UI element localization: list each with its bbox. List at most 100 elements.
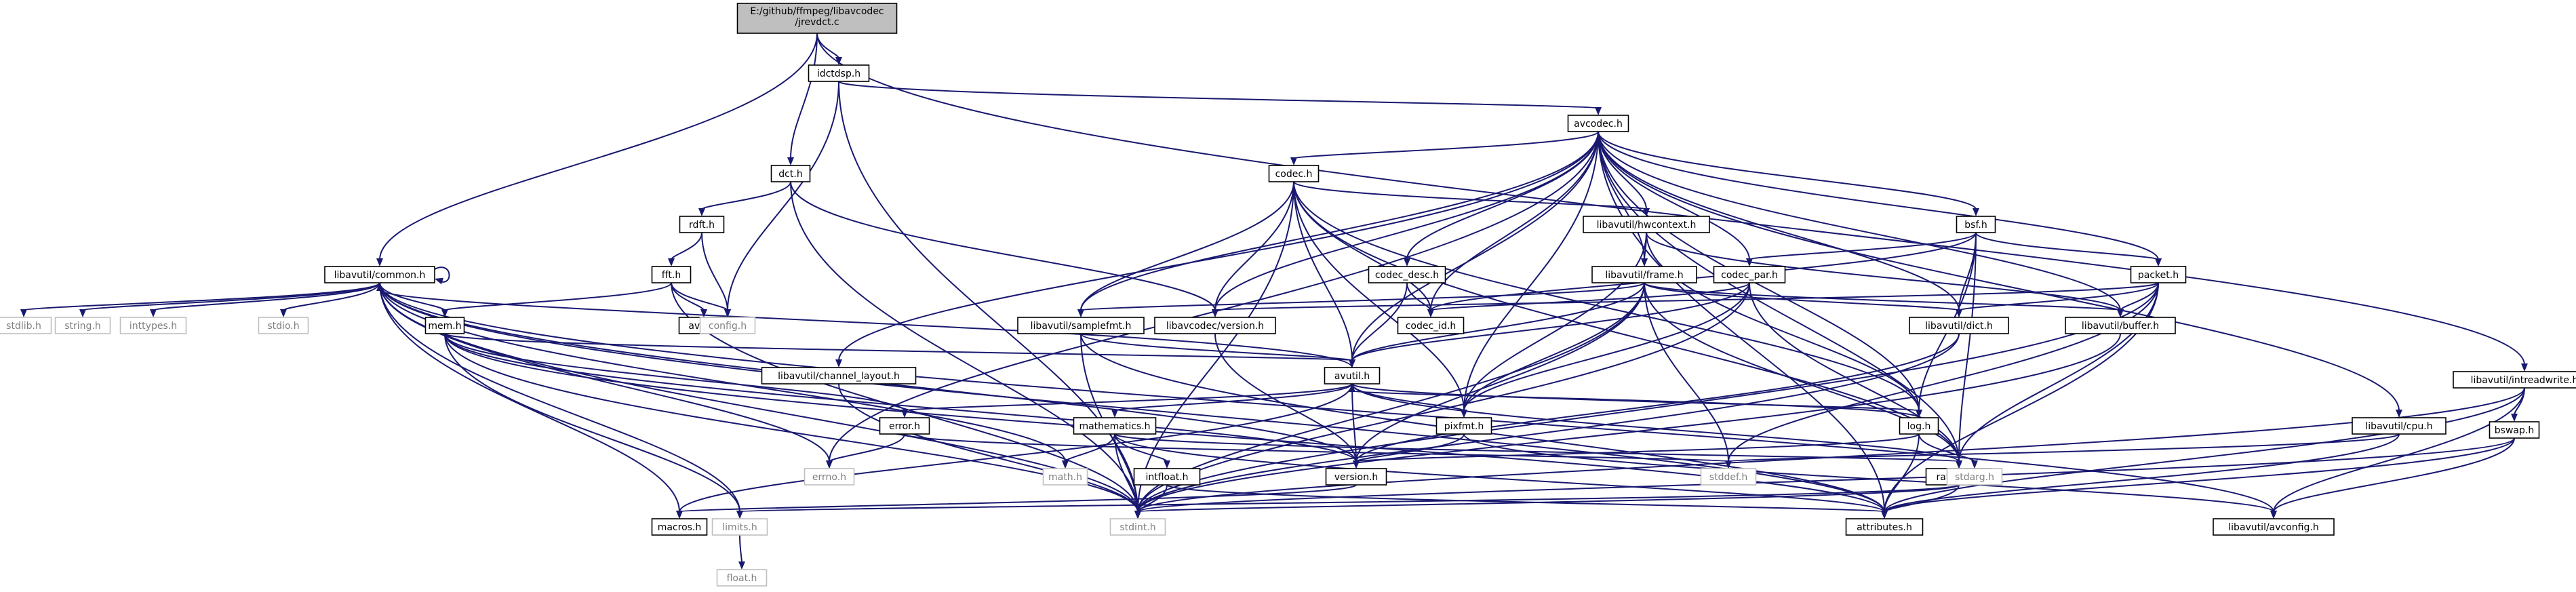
node-box xyxy=(2489,421,2540,439)
edge-line xyxy=(1598,131,2121,311)
node-box xyxy=(1017,317,1145,334)
edge-line xyxy=(153,282,380,311)
edge-line xyxy=(671,282,705,311)
node-label: /jrevdct.c xyxy=(795,17,839,28)
node-box xyxy=(736,3,898,34)
node-error-h[interactable]: error.h xyxy=(879,417,930,435)
node-libavutil-intreadwrite-h[interactable]: libavutil/intreadwrite.h xyxy=(2453,371,2576,389)
edge-line xyxy=(1644,282,1960,311)
edge-line xyxy=(444,282,672,311)
edge-line xyxy=(1918,433,1975,462)
edge-line xyxy=(1728,282,2159,462)
edge-line xyxy=(1598,131,1750,260)
edge-codec-to-codec_id xyxy=(1293,181,1434,317)
node-packet-h[interactable]: packet.h xyxy=(2130,266,2187,283)
node-avutil-h[interactable]: avutil.h xyxy=(1324,367,1381,384)
edge-arrowhead xyxy=(279,309,287,317)
edge-rdft-to-fft xyxy=(667,232,702,267)
node-version-h[interactable]: version.h xyxy=(1325,468,1387,486)
node-intfloat-h[interactable]: intfloat.h xyxy=(1133,468,1201,486)
edge-line xyxy=(1884,437,2515,513)
edge-line xyxy=(904,383,1353,412)
node-bswap-h[interactable]: bswap.h xyxy=(2489,421,2540,439)
node-dct-h[interactable]: dct.h xyxy=(770,165,811,182)
edge-line xyxy=(1293,181,1647,210)
node-box xyxy=(2130,266,2187,283)
node-mem-h[interactable]: mem.h xyxy=(424,317,465,334)
node-codec-id-h[interactable]: codec_id.h xyxy=(1397,317,1465,334)
node-log-h[interactable]: log.h xyxy=(1899,417,1939,435)
node-libavutil-samplefmt-h[interactable]: libavutil/samplefmt.h xyxy=(1017,317,1145,334)
node-label: libavutil/cpu.h xyxy=(2365,421,2432,432)
edge-frame-to-samplefmt xyxy=(1077,282,1645,317)
node-idctdsp-h[interactable]: idctdsp.h xyxy=(808,64,870,82)
node-label: libavutil/avconfig.h xyxy=(2228,522,2318,533)
node-libavcodec-version-h[interactable]: libavcodec/version.h xyxy=(1154,317,1276,334)
node-label: math.h xyxy=(1048,472,1082,483)
node-box xyxy=(1268,165,1320,182)
node-stdlib-h: stdlib.h xyxy=(0,317,52,334)
edge-line xyxy=(1351,383,1920,412)
node-codec-h[interactable]: codec.h xyxy=(1268,165,1320,182)
edge-line xyxy=(671,232,702,260)
node-label: dct.h xyxy=(778,169,802,180)
node-label: errno.h xyxy=(812,472,846,483)
node-pixfmt-h[interactable]: pixfmt.h xyxy=(1435,417,1492,435)
node-box xyxy=(1042,468,1088,486)
node-libavutil-cpu-h[interactable]: libavutil/cpu.h xyxy=(2352,417,2446,435)
node-libavutil-buffer-h[interactable]: libavutil/buffer.h xyxy=(2065,317,2176,334)
edge-line xyxy=(1728,433,2400,462)
edge-line xyxy=(838,81,1599,109)
node-stdio-h: stdio.h xyxy=(258,317,309,334)
node-libavutil-common-h[interactable]: libavutil/common.h xyxy=(324,266,435,283)
node-box xyxy=(879,417,930,435)
node-inttypes-h: inttypes.h xyxy=(119,317,187,334)
edge-line xyxy=(379,282,1066,462)
node-label: codec_par.h xyxy=(1721,270,1778,281)
node-libavutil-frame-h[interactable]: libavutil/frame.h xyxy=(1591,266,1697,283)
node-libavutil-avconfig-h[interactable]: libavutil/avconfig.h xyxy=(2213,518,2335,536)
edge-line xyxy=(1351,390,1920,418)
node-codec-par-h[interactable]: codec_par.h xyxy=(1713,266,1786,283)
node-macros-h[interactable]: macros.h xyxy=(651,518,708,536)
edge-arrowhead xyxy=(667,258,675,267)
graph-nodes: E:/github/ffmpeg/libavcodec/jrevdct.c idc… xyxy=(0,3,2576,587)
edge-arrowhead xyxy=(1061,460,1069,469)
node-label: log.h xyxy=(1907,421,1931,432)
node-attributes-h[interactable]: attributes.h xyxy=(1845,518,1924,536)
edge-arrowhead xyxy=(20,309,27,317)
node-e-github-ffmpeg-libavcodec-jrevdct-c[interactable]: E:/github/ffmpeg/libavcodec/jrevdct.c xyxy=(736,3,898,34)
node-box xyxy=(1591,266,1697,283)
edge-line xyxy=(1406,131,1599,260)
edge-line xyxy=(1749,282,1960,462)
edge-samplefmt-to-avutil xyxy=(1080,333,1355,368)
node-codec-desc-h[interactable]: codec_desc.h xyxy=(1368,266,1446,283)
node-avcodec-h[interactable]: avcodec.h xyxy=(1567,115,1629,132)
edge-arrowhead xyxy=(1461,410,1467,418)
edge-line xyxy=(1598,131,1960,462)
edge-line xyxy=(1598,131,1960,311)
edge-intreadwrite-to-bswap xyxy=(2511,387,2525,422)
edge-line xyxy=(283,282,380,311)
edge-fft-to-config xyxy=(671,282,731,317)
edge-cpu-to-stddef xyxy=(1725,433,2400,469)
node-libavutil-hwcontext-h[interactable]: libavutil/hwcontext.h xyxy=(1583,216,1710,233)
node-box xyxy=(711,518,768,536)
node-libavutil-dict-h[interactable]: libavutil/dict.h xyxy=(1909,317,2009,334)
edge-packet-to-buffer xyxy=(2117,282,2159,317)
edge-line xyxy=(739,484,1960,513)
edge-arrowhead xyxy=(1163,460,1170,469)
node-libavutil-channel-layout-h[interactable]: libavutil/channel_layout.h xyxy=(761,367,917,384)
node-box xyxy=(324,266,435,283)
edge-line xyxy=(1351,282,1408,361)
edge-line xyxy=(671,282,728,311)
edge-bswap-to-avconfig xyxy=(2270,437,2515,519)
edge-arrowhead xyxy=(724,309,731,317)
node-mathematics-h[interactable]: mathematics.h xyxy=(1073,417,1157,435)
edge-arrowhead xyxy=(441,309,448,317)
edge-arrowhead xyxy=(376,258,383,267)
node-fft-h[interactable]: fft.h xyxy=(651,266,692,283)
node-bsf-h[interactable]: bsf.h xyxy=(1956,216,1996,233)
node-rdft-h[interactable]: rdft.h xyxy=(679,216,725,233)
edge-line xyxy=(1351,131,1599,361)
